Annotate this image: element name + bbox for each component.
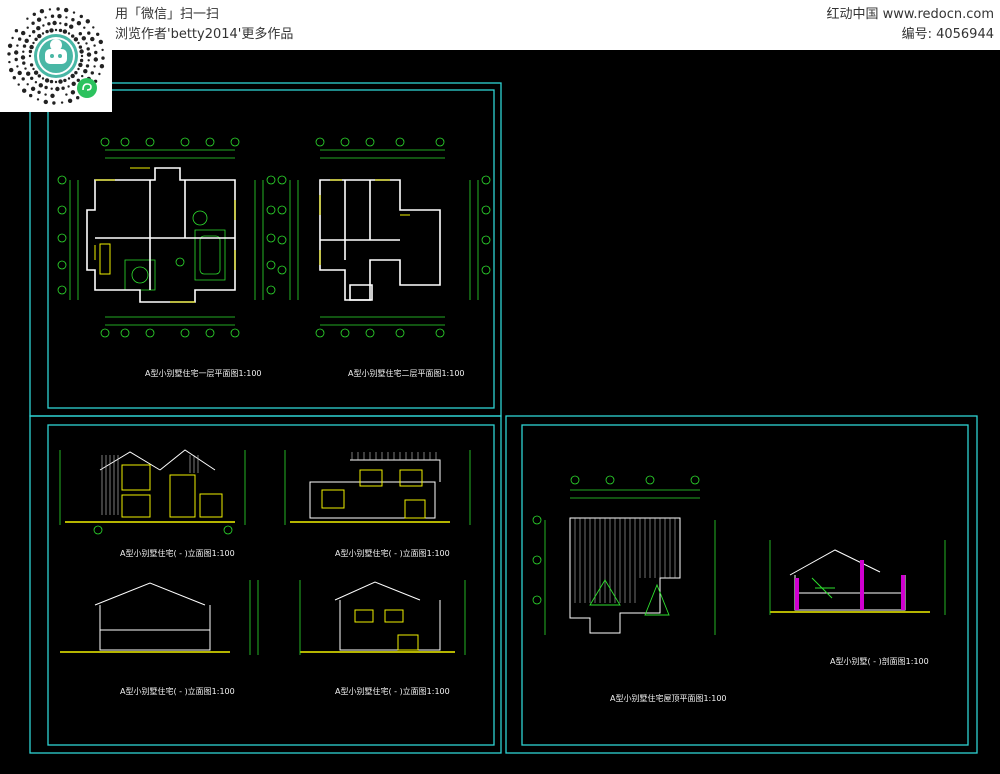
plan2-grid-bubbles <box>277 137 491 338</box>
caption-plan-2: A型小别墅住宅二层平面图1:100 <box>348 369 465 378</box>
qr-code-icon <box>0 0 112 112</box>
floor-plan-1 <box>57 137 276 338</box>
caption-section: A型小别墅( - )剖面图1:100 <box>830 657 929 666</box>
plan1-grid-bubbles <box>57 137 276 338</box>
caption-elevation-4: A型小别墅住宅( - )立面图1:100 <box>335 687 450 696</box>
sheet-frames <box>29 82 978 754</box>
roof-plan <box>532 475 716 635</box>
cad-drawing-canvas <box>0 50 1000 774</box>
caption-plan-1: A型小别墅住宅一层平面图1:100 <box>145 369 262 378</box>
caption-elevation-3: A型小别墅住宅( - )立面图1:100 <box>120 687 235 696</box>
caption-elevation-2: A型小别墅住宅( - )立面图1:100 <box>335 549 450 558</box>
section <box>769 540 946 615</box>
scan-prompt-text: 用「微信」扫一扫 <box>115 7 220 22</box>
elevation-3 <box>60 580 259 655</box>
caption-roof-plan: A型小别墅住宅屋顶平面图1:100 <box>610 694 727 703</box>
author-works-link[interactable]: 浏览作者'betty2014'更多作品 <box>115 27 294 42</box>
floor-plan-2 <box>277 137 491 338</box>
caption-elevation-1: A型小别墅住宅( - )立面图1:100 <box>120 549 235 558</box>
elevation-4 <box>299 580 466 655</box>
image-id-text: 编号: 4056944 <box>901 27 994 42</box>
site-name-link[interactable]: 红动中国 www.redocn.com <box>826 7 994 22</box>
top-banner <box>0 0 1000 50</box>
mini-program-icon <box>77 78 97 98</box>
elevation-1 <box>59 449 246 535</box>
elevation-2 <box>284 450 471 525</box>
